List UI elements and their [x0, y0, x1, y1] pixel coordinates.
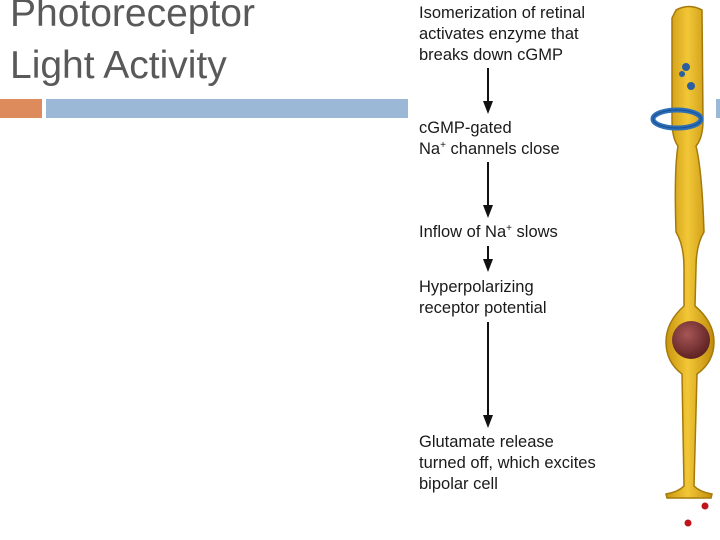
rod-cell-body	[665, 5, 715, 499]
accent-bar-orange	[0, 99, 42, 118]
step-hyperpolarizing-line-1: Hyperpolarizing	[419, 278, 534, 296]
arrow-1	[483, 68, 493, 114]
step-glutamate-release-line-2: turned off, which excites	[419, 454, 596, 472]
arrow-3	[483, 246, 493, 272]
step-glutamate-release: Glutamate release turned off, which exci…	[419, 432, 596, 495]
step-isomerization: Isomerization of retinal activates enzym…	[419, 3, 585, 66]
step-isomerization-line-3: breaks down cGMP	[419, 46, 563, 64]
disc-molecules	[679, 63, 695, 90]
slide-title-line-1: Photoreceptor	[10, 0, 255, 35]
step-inflow-slows-line-1: Inflow of Na+ slows	[419, 223, 558, 241]
nucleus	[672, 321, 710, 359]
step-channels-close-line-1: cGMP-gated	[419, 119, 512, 137]
step-isomerization-line-2: activates enzyme that	[419, 25, 579, 43]
step-glutamate-release-line-3: bipolar cell	[419, 475, 498, 493]
rod-cell-illustration	[650, 5, 715, 527]
sodium-channel-icon	[650, 107, 704, 131]
accent-bar-blue-right	[716, 99, 720, 118]
step-isomerization-line-1: Isomerization of retinal	[419, 4, 585, 22]
accent-bar-blue	[46, 99, 408, 118]
slide-title-line-2: Light Activity	[10, 44, 227, 87]
arrow-4	[483, 322, 493, 428]
glutamate-vesicles	[684, 502, 709, 527]
step-inflow-slows: Inflow of Na+ slows	[419, 222, 558, 243]
step-channels-close: cGMP-gated Na+ channels close	[419, 118, 560, 160]
step-hyperpolarizing: Hyperpolarizing receptor potential	[419, 277, 547, 319]
arrow-2	[483, 162, 493, 218]
slide-title: Photoreceptor Light Activity	[10, 0, 255, 92]
step-channels-close-line-2: Na+ channels close	[419, 140, 560, 158]
step-hyperpolarizing-line-2: receptor potential	[419, 299, 547, 317]
step-glutamate-release-line-1: Glutamate release	[419, 433, 554, 451]
